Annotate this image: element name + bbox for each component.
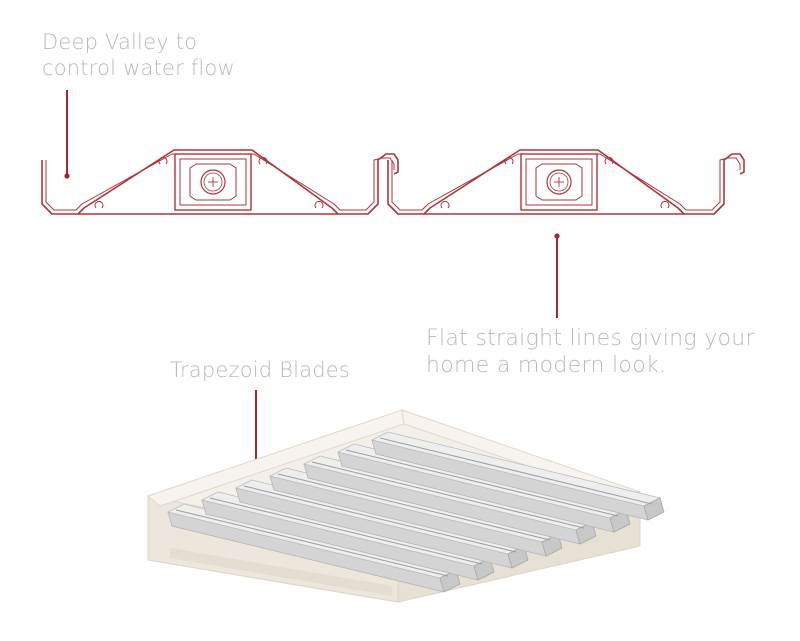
callout-deep-valley-line1: Deep Valley to [42, 30, 198, 54]
blades-group [166, 431, 665, 593]
blade-profile-right [387, 149, 745, 215]
callout-trapezoid-blades-text: Trapezoid Blades [170, 358, 351, 382]
louvre-blade [370, 431, 665, 521]
callout-flat-lines: Flat straight lines giving your home a m… [426, 326, 755, 380]
callout-deep-valley: Deep Valley to control water flow [42, 30, 235, 81]
callout-flat-lines-line2: home a modern look. [426, 352, 667, 378]
leader-deep-valley [64, 90, 70, 179]
callout-deep-valley-line2: control water flow [42, 55, 235, 80]
blade-profile-left [41, 149, 399, 215]
callout-flat-lines-line1: Flat straight lines giving your [426, 326, 755, 351]
callout-trapezoid-blades: Trapezoid Blades [170, 358, 350, 384]
leader-flat-lines [554, 233, 560, 318]
